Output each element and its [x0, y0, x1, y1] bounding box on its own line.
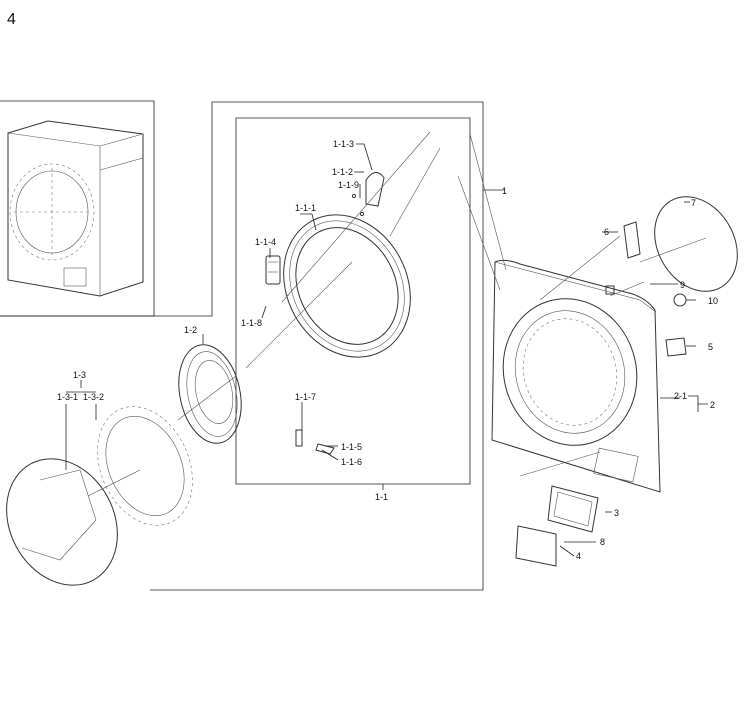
- door-frame-1-1-1: [283, 214, 411, 358]
- label-1-1-8: 1-1-8: [241, 318, 262, 328]
- label-1-3-1: 1-3-1: [57, 392, 78, 402]
- label-1-3: 1-3: [73, 370, 86, 380]
- label-1: 1: [502, 186, 507, 196]
- explosion-lines: [87, 131, 707, 497]
- leader-lines: [65, 143, 708, 557]
- label-1-1-3: 1-1-3: [333, 139, 354, 149]
- assembly-1-outline: [0, 101, 505, 591]
- label-2-1: 2-1: [674, 391, 687, 401]
- label-1-3-2: 1-3-2: [83, 392, 104, 402]
- door-lock-9: [605, 285, 615, 295]
- label-1-1-1: 1-1-1: [295, 203, 316, 213]
- hinge-1-1-4: [265, 255, 281, 285]
- label-6: 6: [604, 227, 609, 237]
- label-9: 9: [680, 280, 685, 290]
- assembly-1-1-outline: [235, 117, 471, 490]
- plug-10: [673, 293, 687, 307]
- screws-1-1-9: [351, 193, 365, 217]
- label-1-1-4: 1-1-4: [255, 237, 276, 247]
- latch-6: [623, 221, 641, 259]
- switch-5: [665, 337, 687, 357]
- filter-cap-4: [515, 525, 557, 567]
- label-1-1: 1-1: [375, 492, 388, 502]
- door-glass-1-2: [178, 344, 242, 444]
- label-1-1-7: 1-1-7: [295, 392, 316, 402]
- filter-housing-3: [547, 485, 599, 533]
- label-10: 10: [708, 296, 718, 306]
- label-7: 7: [691, 198, 696, 208]
- label-1-1-6: 1-1-6: [341, 457, 362, 467]
- label-1-2: 1-2: [184, 325, 197, 335]
- label-3: 3: [614, 508, 619, 518]
- label-1-1-9: 1-1-9: [338, 180, 359, 190]
- cover-7: [654, 196, 738, 292]
- door-hook-1-1-7: [295, 429, 335, 455]
- label-2: 2: [710, 400, 715, 410]
- door-outer-1-3-1: [6, 458, 118, 586]
- label-1-1-5: 1-1-5: [341, 442, 362, 452]
- callout-labels: 1-1-3 1-1-2 1-1-9 1 1-1-1 1-1-4 1-1-8 1-…: [57, 139, 718, 561]
- label-8: 8: [600, 537, 605, 547]
- label-1-1-2: 1-1-2: [332, 167, 353, 177]
- label-5: 5: [708, 342, 713, 352]
- door-cover-1-3-2: [97, 406, 193, 526]
- appliance-inset: [0, 100, 155, 317]
- page-number: 4: [7, 11, 16, 28]
- front-panel-2-1: [491, 259, 661, 493]
- label-4: 4: [576, 551, 581, 561]
- handle-1-1-3: [365, 172, 385, 207]
